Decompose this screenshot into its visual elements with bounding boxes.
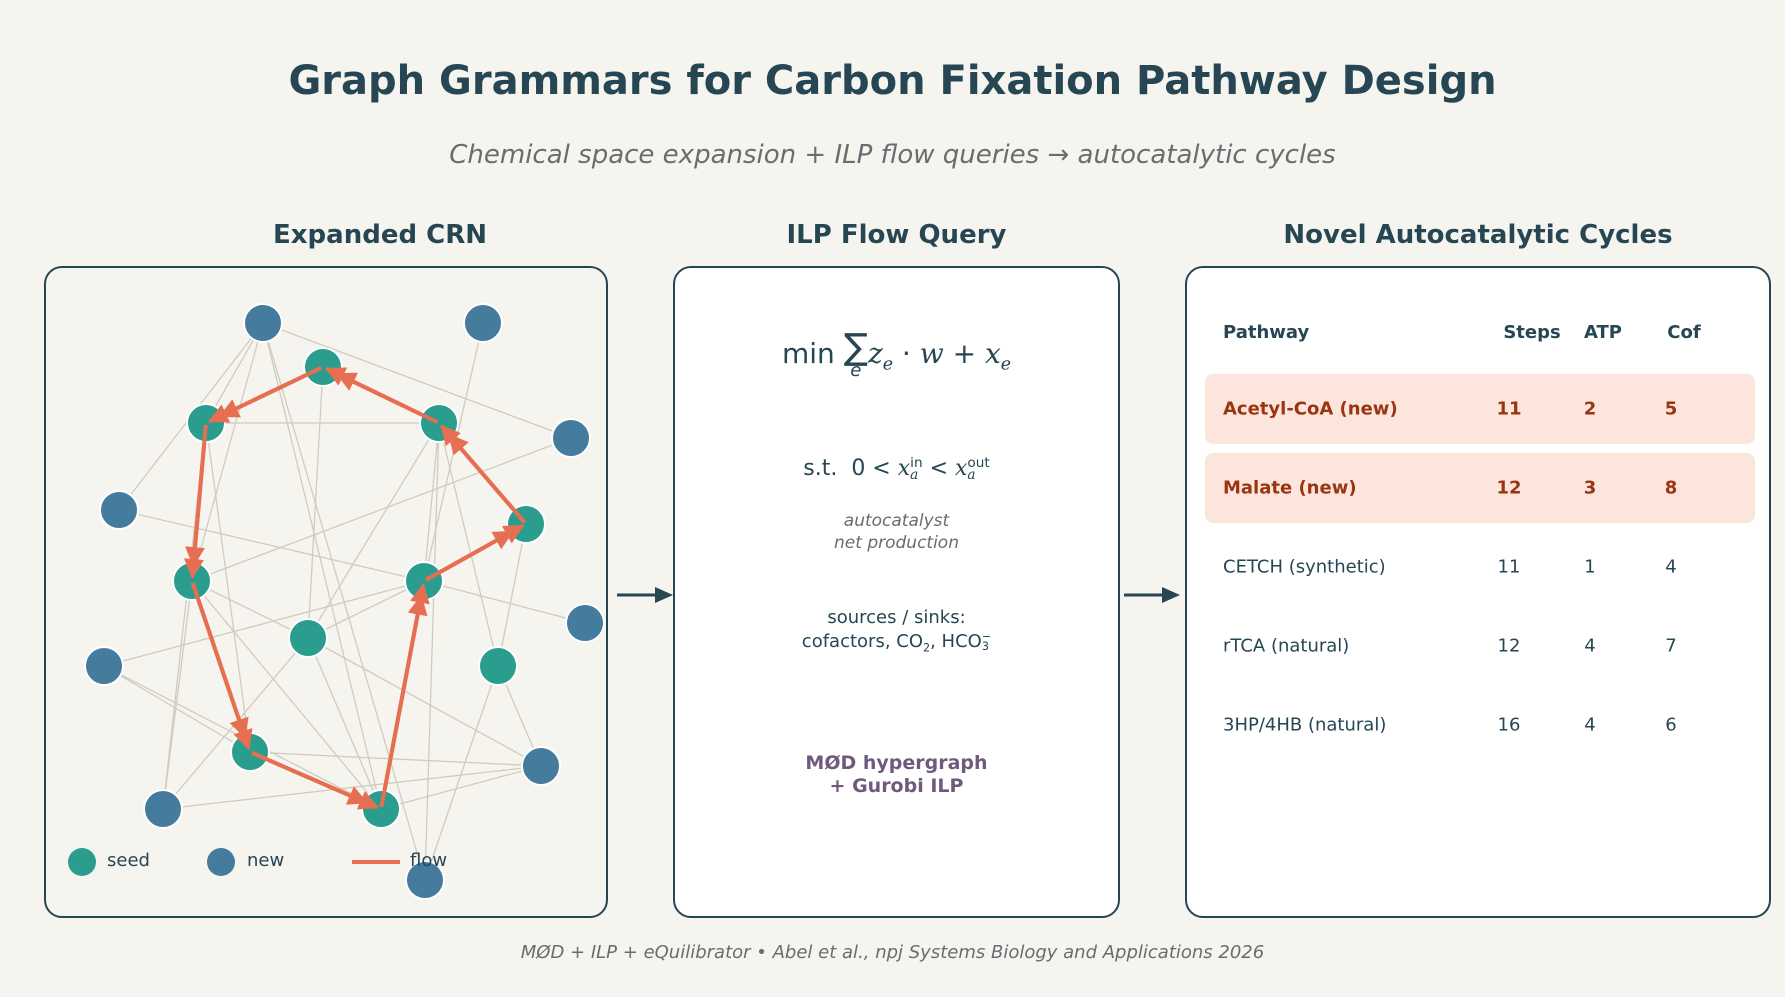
table-row: 3HP/4HB (natural) 16 4 6	[1223, 714, 1677, 736]
seed-node	[361, 789, 401, 829]
seed-node	[230, 732, 270, 772]
reaction-edge	[262, 322, 382, 810]
table-row: rTCA (natural) 12 4 7	[1223, 635, 1677, 657]
legend-new-label: new	[247, 850, 285, 871]
legend-seed-label: seed	[107, 850, 150, 871]
column-header-atp: ATP	[1583, 322, 1622, 343]
reaction-edge	[307, 637, 382, 810]
flow-arrow	[424, 524, 525, 582]
page-subtitle: Chemical space expansion + ILP flow quer…	[449, 140, 1336, 170]
reaction-edge	[497, 523, 527, 667]
reaction-edge	[191, 580, 382, 810]
reaction-edge	[423, 322, 484, 582]
arrow-right-icon	[617, 587, 673, 603]
reaction-edge	[191, 322, 264, 582]
footer-citation: MØD + ILP + eQuilibrator • Abel et al., …	[520, 942, 1265, 963]
reaction-edge	[103, 665, 251, 753]
new-node	[521, 746, 561, 786]
reaction-edge	[424, 665, 499, 881]
flow-arrow	[251, 750, 380, 810]
reaction-edge	[162, 580, 193, 810]
seed-node	[288, 618, 328, 658]
reaction-edge	[307, 637, 542, 767]
new-node	[243, 303, 283, 343]
column-header-steps: Steps	[1503, 322, 1561, 343]
crn-panel: seed new flow	[44, 266, 608, 918]
new-node	[143, 789, 183, 829]
crn-heading: Expanded CRN	[273, 220, 487, 250]
page-title: Graph Grammars for Carbon Fixation Pathw…	[288, 58, 1497, 104]
reaction-edge	[307, 422, 440, 639]
new-node	[551, 418, 591, 458]
arrow-right-icon	[1124, 587, 1180, 603]
reaction-edge	[423, 422, 440, 582]
column-header-cof: Cof	[1667, 322, 1701, 343]
reaction-edge	[380, 765, 542, 810]
reaction-edge	[205, 422, 251, 753]
flow-arrow	[440, 424, 527, 524]
reaction-edge	[438, 422, 499, 667]
crn-graph	[84, 303, 605, 900]
reaction-edge	[103, 580, 425, 667]
flow-arrow	[324, 366, 439, 424]
reaction-edge	[191, 437, 572, 582]
new-node	[565, 603, 605, 643]
new-node	[99, 490, 139, 530]
flow-arrow	[183, 424, 208, 580]
seed-node	[478, 646, 518, 686]
reaction-edge	[162, 765, 542, 810]
flow-arrow	[379, 582, 430, 808]
seed-node	[303, 347, 343, 387]
new-node	[463, 303, 503, 343]
reaction-edge	[423, 580, 586, 624]
ilp-heading: ILP Flow Query	[786, 220, 1007, 250]
table-row: Acetyl-CoA (new) 11 2 5	[1205, 374, 1755, 444]
new-node	[84, 646, 124, 686]
tools-label: MØD hypergraph + Gurobi ILP	[805, 752, 988, 797]
seed-node	[404, 561, 444, 601]
reaction-edge	[162, 637, 309, 810]
column-header-pathway: Pathway	[1223, 322, 1310, 343]
constraint-note: autocatalyst net production	[834, 511, 959, 553]
cycles-heading: Novel Autocatalytic Cycles	[1283, 220, 1673, 250]
reaction-edge	[262, 322, 572, 439]
new-node	[405, 860, 445, 900]
cycles-panel: Pathway Steps ATP Cof Acetyl-CoA (new) 1…	[1185, 266, 1771, 918]
reaction-edge	[307, 580, 425, 639]
reaction-edge	[118, 509, 425, 582]
flow-arrow	[207, 366, 323, 424]
legend-flow-label: flow	[410, 850, 448, 871]
table-row: CETCH (synthetic) 11 1 4	[1223, 556, 1677, 578]
reaction-edge	[262, 322, 426, 881]
reaction-edge	[249, 751, 542, 767]
table-row: Malate (new) 12 3 8	[1205, 453, 1755, 523]
flow-arrow	[190, 582, 253, 751]
reaction-edge	[424, 422, 440, 881]
sources-sinks-text: sources / sinks: cofactors, CO2, HCO−3	[801, 607, 992, 655]
reaction-edge	[191, 580, 309, 639]
